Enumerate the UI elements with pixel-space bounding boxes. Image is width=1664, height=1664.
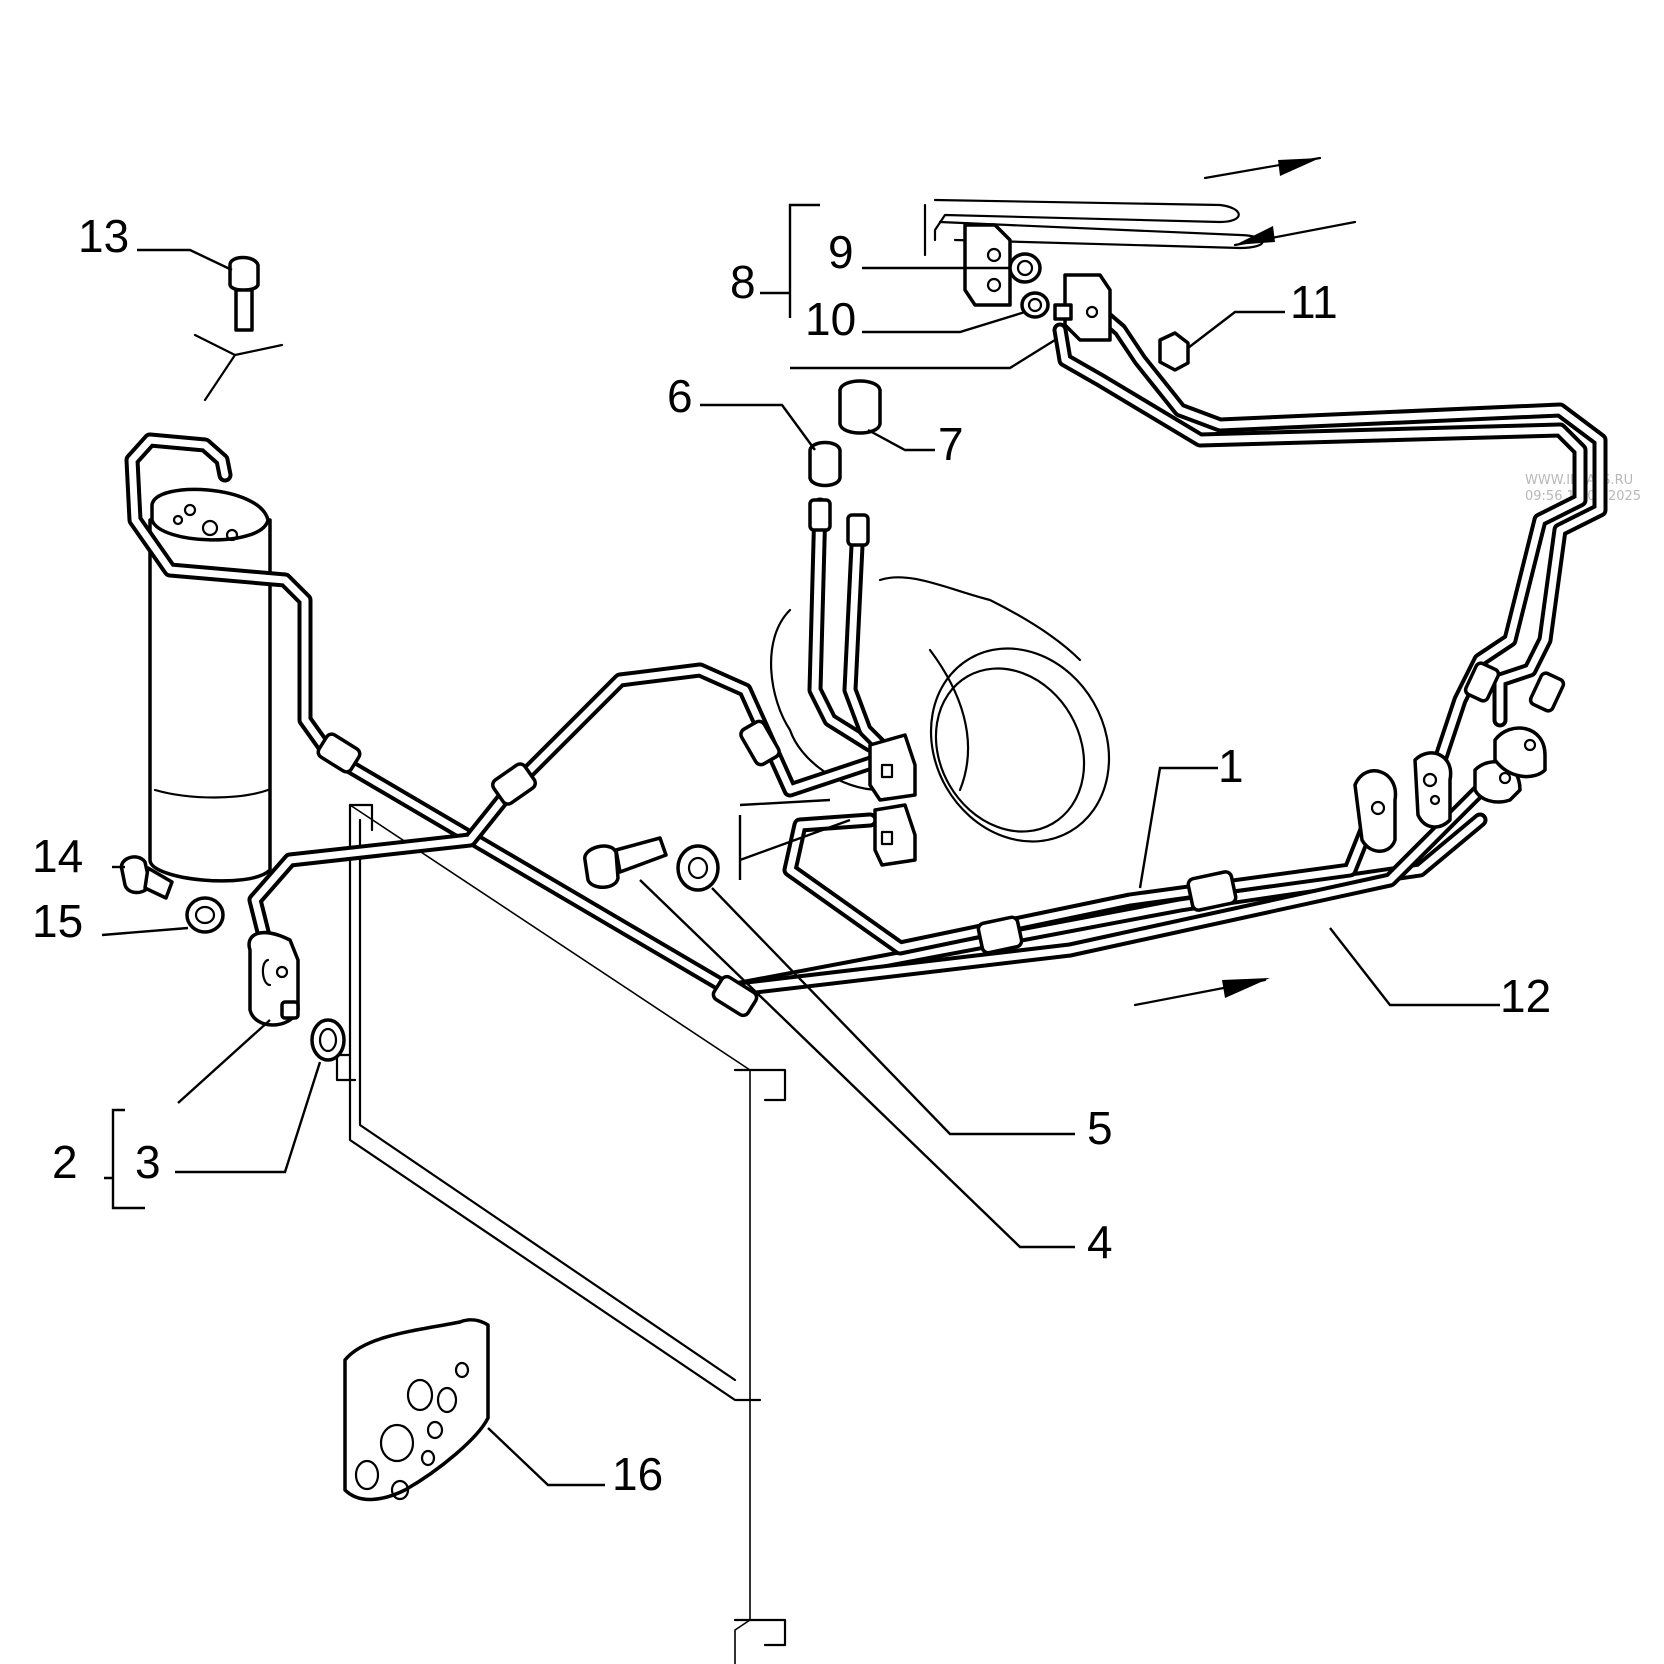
callout-12: 12 <box>1500 970 1551 1022</box>
callout-11: 11 <box>1290 276 1338 328</box>
callout-9: 9 <box>828 226 854 278</box>
callout-2: 2 <box>52 1136 78 1188</box>
receiver-drier <box>148 487 272 883</box>
callout-labels: 1 2 3 4 5 6 7 8 9 10 11 12 13 14 15 16 <box>32 210 1551 1500</box>
callout-4: 4 <box>1087 1216 1113 1268</box>
callout-1: 1 <box>1218 740 1244 792</box>
callout-13: 13 <box>78 210 129 262</box>
callout-15: 15 <box>32 895 83 947</box>
compressor <box>770 576 1111 843</box>
callout-16: 16 <box>612 1448 663 1500</box>
pipes <box>124 198 1608 998</box>
callout-7: 7 <box>938 418 964 470</box>
callout-5: 5 <box>1087 1102 1113 1154</box>
leader-lines <box>101 203 1500 1487</box>
fittings <box>247 223 1566 1027</box>
callout-6: 6 <box>667 370 693 422</box>
callout-14: 14 <box>32 830 83 882</box>
loose-parts <box>119 252 1190 1502</box>
flow-arrows <box>1133 156 1357 1007</box>
callout-3: 3 <box>135 1136 161 1188</box>
callout-8: 8 <box>730 256 756 308</box>
callout-10: 10 <box>805 293 856 345</box>
condenser <box>335 803 787 1664</box>
